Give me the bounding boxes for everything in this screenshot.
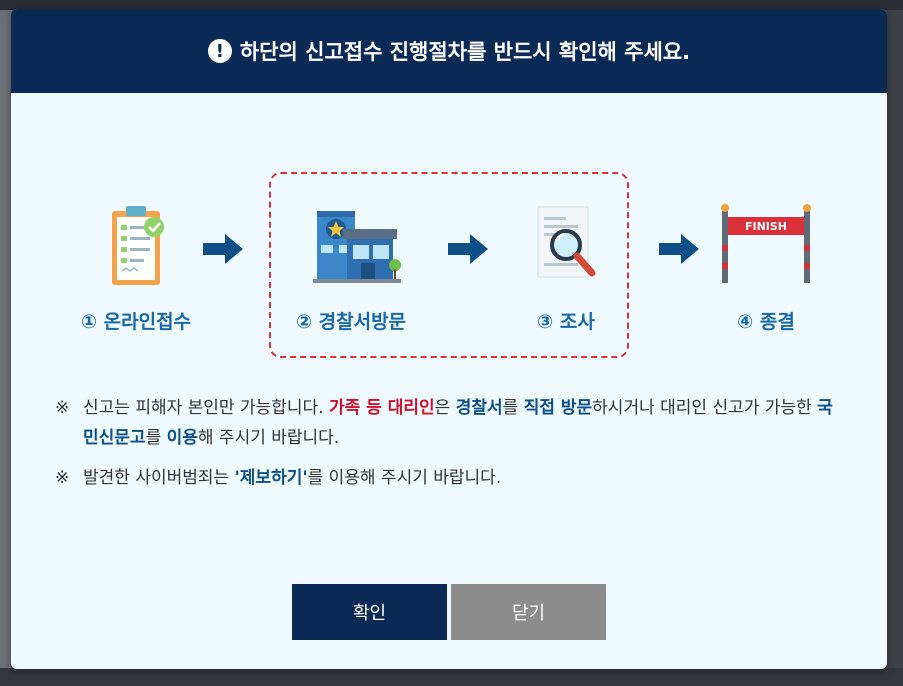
step-investigation: ③ 조사 — [491, 201, 641, 334]
police-station-icon — [311, 201, 401, 291]
modal-actions: 확인 닫기 — [11, 584, 887, 640]
notice-highlight-visit: 직접 방문 — [523, 398, 593, 418]
arrow-right-icon — [203, 234, 243, 264]
arrow-right-icon — [659, 234, 699, 264]
confirm-button[interactable]: 확인 — [292, 584, 447, 640]
close-button[interactable]: 닫기 — [451, 584, 606, 640]
notice-text-part: 를 이용해 주시기 바랍니다. — [307, 468, 502, 488]
clipboard-check-icon — [96, 201, 176, 291]
notice-highlight-tip: '제보하기' — [234, 468, 308, 488]
notice-text-part: 해 주시기 바랍니다. — [197, 428, 340, 448]
note-mark: ※ — [55, 398, 70, 418]
notice-highlight-use: 이용 — [166, 428, 198, 448]
offline-steps-highlight — [269, 172, 629, 358]
backdrop-top-bar — [0, 0, 903, 10]
notice-item: ※ 발견한 사이버범죄는 '제보하기'를 이용해 주시기 바랍니다. — [55, 463, 843, 493]
step-label: ③ 조사 — [537, 311, 595, 333]
notice-text-part: 신고는 피해자 본인만 가능합니다. — [83, 398, 329, 418]
finish-banner-text: FINISH — [745, 220, 787, 233]
procedure-steps: ① 온라인접수 — [11, 93, 887, 393]
finish-line-icon: FINISH — [716, 201, 816, 291]
backdrop-bottom-bar — [0, 668, 903, 686]
modal-header: ! 하단의 신고접수 진행절차를 반드시 확인해 주세요. — [11, 9, 887, 93]
notice-text-part: 은 — [434, 398, 456, 418]
step-police-visit: ② 경찰서방문 — [276, 201, 426, 334]
magnifier-document-icon — [526, 201, 606, 291]
step-label: ① 온라인접수 — [80, 311, 192, 333]
step-closure: FINISH ④ 종결 — [691, 201, 841, 334]
notice-text: 발견한 사이버범죄는 '제보하기'를 이용해 주시기 바랍니다. — [83, 463, 843, 493]
alert-circle-icon: ! — [207, 39, 232, 63]
note-mark: ※ — [55, 468, 70, 488]
step-online-report: ① 온라인접수 — [61, 201, 211, 334]
arrow-right-icon — [448, 234, 488, 264]
notice-text-part: 를 — [145, 428, 167, 448]
notice-text: 신고는 피해자 본인만 가능합니다. 가족 등 대리인은 경찰서를 직접 방문하… — [83, 393, 843, 453]
notice-highlight-proxy: 가족 등 대리인 — [328, 398, 435, 418]
notice-text-part: 하시거나 대리인 신고가 가능한 — [592, 398, 818, 418]
notice-text-part: 를 — [502, 398, 524, 418]
notice-text-part: 발견한 사이버범죄는 — [83, 468, 235, 488]
notice-list: ※ 신고는 피해자 본인만 가능합니다. 가족 등 대리인은 경찰서를 직접 방… — [11, 393, 887, 493]
modal-title: 하단의 신고접수 진행절차를 반드시 확인해 주세요. — [239, 40, 691, 64]
notice-highlight-police: 경찰서 — [455, 398, 503, 418]
notice-highlight-epeople: 국민신문고 — [83, 398, 833, 448]
notice-item: ※ 신고는 피해자 본인만 가능합니다. 가족 등 대리인은 경찰서를 직접 방… — [55, 393, 843, 453]
report-procedure-modal: ! 하단의 신고접수 진행절차를 반드시 확인해 주세요. — [11, 9, 887, 669]
step-label: ② 경찰서방문 — [295, 311, 407, 333]
step-label: ④ 종결 — [737, 311, 795, 333]
